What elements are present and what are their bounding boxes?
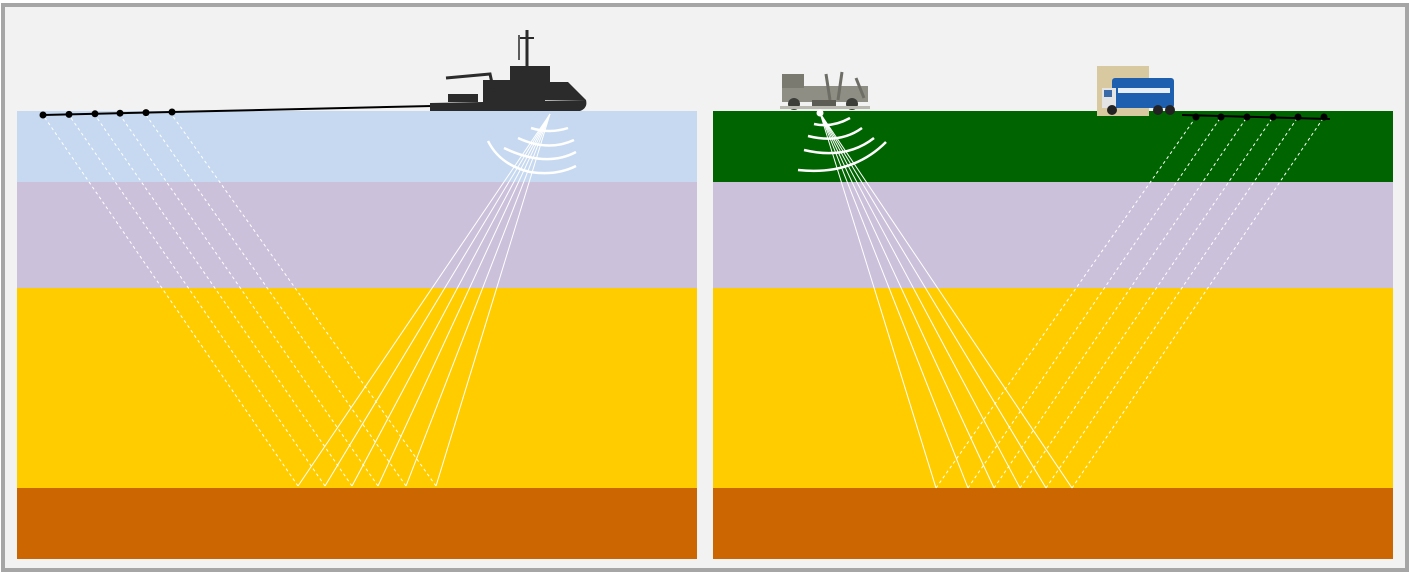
middle-rock-layer bbox=[713, 288, 1393, 488]
geophone bbox=[1294, 113, 1302, 121]
geophone bbox=[1269, 113, 1277, 121]
wavefront bbox=[486, 140, 577, 175]
ship-superstructure bbox=[483, 80, 545, 102]
hydrophone bbox=[39, 111, 47, 119]
ray bbox=[819, 112, 969, 489]
truck-wheel bbox=[1165, 105, 1175, 115]
ray bbox=[819, 112, 1073, 489]
ship-crane bbox=[445, 72, 496, 93]
geophone bbox=[1243, 113, 1251, 121]
ray bbox=[351, 113, 551, 487]
deep-rock-layer bbox=[713, 488, 1393, 559]
hydrophone bbox=[65, 110, 73, 118]
geophone-receivers bbox=[1192, 113, 1328, 121]
source-point bbox=[816, 109, 824, 117]
vibrator-plate bbox=[812, 100, 836, 106]
reflected-ray bbox=[967, 116, 1222, 489]
geophone-cable bbox=[1181, 114, 1331, 120]
marine-reflected-rays bbox=[42, 114, 437, 487]
survey-ship-icon bbox=[430, 30, 587, 111]
land-wavefronts bbox=[797, 116, 887, 173]
ray bbox=[377, 113, 551, 487]
shallow-rock-layer bbox=[713, 182, 1393, 288]
ship-bow bbox=[545, 82, 586, 100]
truck-cab bbox=[782, 74, 804, 88]
shallow-rock-layer bbox=[17, 182, 697, 288]
wavefront bbox=[807, 126, 863, 140]
truck-stripe bbox=[1118, 88, 1170, 93]
wavefront bbox=[813, 116, 851, 127]
truck-wheel bbox=[1107, 105, 1117, 115]
ray bbox=[819, 112, 995, 489]
hydrophone bbox=[142, 109, 150, 117]
truck-shadow bbox=[780, 106, 870, 109]
marine-panel bbox=[17, 30, 697, 559]
marine-downgoing-rays bbox=[297, 113, 551, 487]
ship-bridge bbox=[510, 66, 550, 82]
streamer-cable bbox=[42, 105, 433, 116]
land-downgoing-rays bbox=[819, 112, 1073, 489]
ray bbox=[819, 112, 1047, 489]
marine-wavefronts bbox=[486, 126, 577, 175]
vibroseis-truck-icon bbox=[780, 71, 870, 110]
middle-rock-layer bbox=[17, 288, 697, 488]
water-layer bbox=[17, 111, 697, 182]
hydrophone bbox=[91, 110, 99, 118]
ship-deck-cargo bbox=[448, 94, 478, 102]
reflected-ray bbox=[1045, 116, 1299, 489]
ray bbox=[297, 113, 551, 487]
hydrophone bbox=[116, 109, 124, 117]
hydrophone-receivers bbox=[39, 108, 176, 119]
reflected-ray bbox=[1071, 116, 1325, 489]
ray bbox=[405, 113, 551, 487]
recording-truck-icon bbox=[1097, 66, 1175, 116]
truck-windshield bbox=[1104, 90, 1112, 97]
land-reflected-rays bbox=[935, 116, 1325, 489]
ship-hull bbox=[430, 100, 587, 111]
reflected-ray bbox=[1019, 116, 1274, 489]
ray bbox=[819, 112, 937, 489]
wavefront bbox=[503, 146, 577, 161]
wavefront bbox=[517, 136, 575, 147]
geophone bbox=[1320, 113, 1328, 121]
reflected-ray bbox=[171, 114, 437, 487]
wavefront bbox=[797, 141, 887, 173]
ray bbox=[435, 113, 551, 487]
truck-mast bbox=[824, 71, 866, 101]
wavefront bbox=[803, 137, 875, 155]
truck-body bbox=[782, 86, 868, 102]
geophone bbox=[1192, 113, 1200, 121]
land-panel bbox=[713, 66, 1393, 559]
ray bbox=[324, 113, 551, 487]
ray bbox=[819, 112, 1021, 489]
hydrophone bbox=[168, 108, 176, 116]
deep-rock-layer bbox=[17, 488, 697, 559]
truck-wheel bbox=[1153, 105, 1163, 115]
geophone bbox=[1217, 113, 1225, 121]
wavefront bbox=[530, 126, 569, 133]
reflected-ray bbox=[993, 116, 1248, 489]
